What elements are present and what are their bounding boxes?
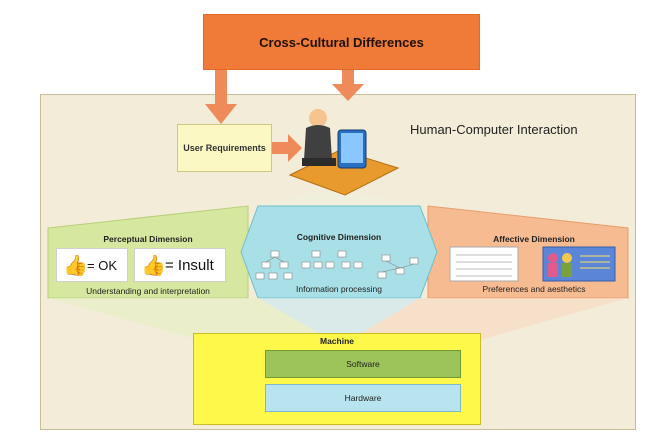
- machine-title: Machine: [319, 336, 354, 346]
- software-box: Software: [265, 350, 461, 378]
- gesture-ok-card: 👍 = OK: [56, 248, 128, 282]
- affective-dimension-caption: Preferences and aesthetics: [482, 284, 586, 294]
- aesthetic-banner-icon: [542, 246, 616, 282]
- gesture-ok-label: = OK: [87, 258, 117, 273]
- information-tree-icons: [255, 250, 419, 280]
- gesture-insult-card: 👍 = Insult: [134, 248, 226, 282]
- cognitive-dimension-title: Cognitive Dimension: [296, 232, 382, 242]
- user-requirements-box: User Requirements: [177, 124, 272, 172]
- arrow-to-user: [272, 134, 302, 162]
- user-requirements-label: User Requirements: [183, 143, 266, 153]
- cross-cultural-differences-box: Cross-Cultural Differences: [203, 14, 480, 70]
- cognitive-dimension-caption: Information processing: [296, 284, 382, 294]
- software-label: Software: [346, 359, 380, 369]
- thumbs-up-icon: 👍: [141, 255, 166, 277]
- perceptual-dimension-title: Perceptual Dimension: [103, 234, 193, 244]
- affective-dimension-title: Affective Dimension: [493, 234, 575, 244]
- hardware-box: Hardware: [265, 384, 461, 412]
- gesture-insult-label: = Insult: [165, 257, 214, 274]
- hci-title: Human-Computer Interaction: [410, 122, 578, 137]
- cross-cultural-differences-label: Cross-Cultural Differences: [259, 34, 424, 50]
- perceptual-dimension-caption: Understanding and interpretation: [86, 286, 210, 296]
- arrow-to-user-requirements: [205, 70, 237, 124]
- user-at-computer-icon: [288, 109, 400, 196]
- hardware-label: Hardware: [344, 393, 382, 403]
- thumbs-up-icon: 👍: [63, 255, 88, 277]
- form-document-icon: [449, 246, 519, 282]
- arrow-to-hci: [332, 70, 364, 101]
